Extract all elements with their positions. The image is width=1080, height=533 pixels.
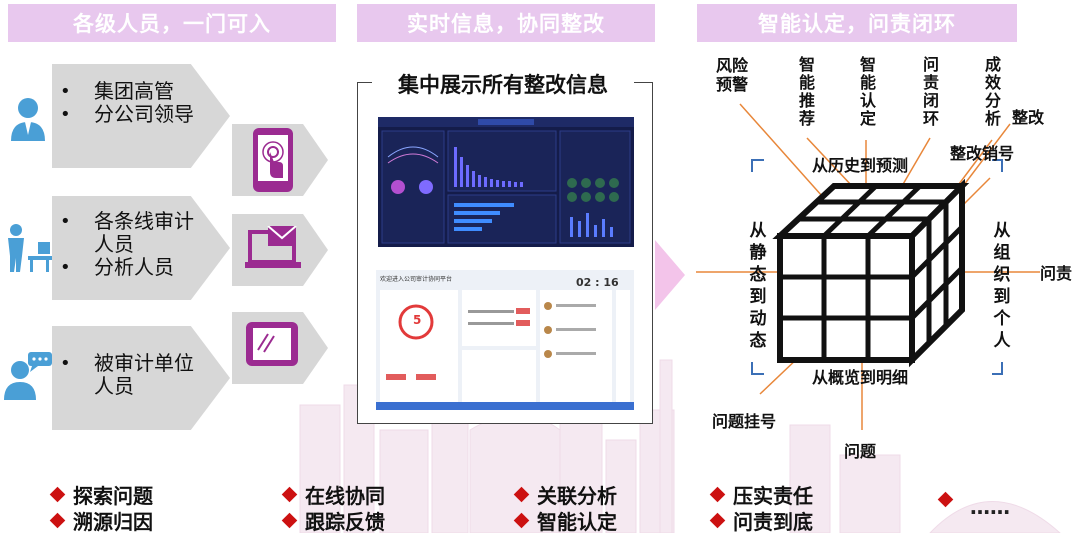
- bullet-item: 智能认定: [513, 506, 617, 533]
- label-static-to-dynamic: 从静态到动态: [749, 221, 767, 351]
- ellipsis-text: ……: [970, 495, 1010, 519]
- worker-desk-icon: [8, 224, 52, 272]
- label-risk-warning: 风险预警: [716, 56, 749, 94]
- diamond-icon: [49, 486, 66, 503]
- bullet-item: 探索问题: [49, 480, 153, 509]
- header-realtime-collaboration: 实时信息，协同整改: [357, 4, 655, 42]
- laptop-mail-icon: [245, 226, 301, 268]
- label-org-to-individual: 从组织到个人: [993, 221, 1011, 351]
- bullet-item: 关联分析: [513, 480, 617, 509]
- role-item: 各条线审计人员: [60, 210, 200, 256]
- bullet-item: 跟踪反馈: [281, 506, 385, 533]
- more-bullet: [937, 491, 954, 508]
- label-problem-register: 问题挂号: [712, 412, 777, 431]
- diamond-icon: [937, 491, 954, 508]
- label-accountable: 问责: [1040, 264, 1073, 283]
- collab-title: 欢迎进入公司审计协同平台: [380, 276, 453, 283]
- label-overview-to-detail: 从概览到明细: [812, 368, 909, 387]
- role-list-executives: 集团高管 分公司领导: [60, 80, 200, 127]
- diamond-icon: [281, 512, 298, 529]
- role-list-auditors: 各条线审计人员 分析人员: [60, 210, 200, 280]
- diamond-icon: [281, 486, 298, 503]
- collab-counter: 5: [413, 313, 422, 327]
- label-rectify: 整改: [1012, 108, 1045, 127]
- label-smart-recommend: 智能推荐: [798, 55, 815, 128]
- role-item: 分公司领导: [60, 103, 200, 127]
- role-item: 被审计单位人员: [60, 352, 200, 398]
- label-rectify-close: 整改销号: [950, 144, 1015, 163]
- panel-title: 集中展示所有整改信息: [372, 68, 634, 102]
- bullet-item: 压实责任: [709, 480, 813, 509]
- role-list-audited-units: 被审计单位人员: [60, 352, 200, 398]
- collab-timer: 02 : 16: [576, 276, 619, 289]
- diamond-icon: [513, 486, 530, 503]
- bullet-item: 问责到底: [709, 506, 813, 533]
- header-all-staff-access: 各级人员，一门可入: [8, 4, 336, 42]
- dashboard-graphics: [378, 117, 634, 244]
- diamond-icon: [513, 512, 530, 529]
- label-accountability-loop: 问责闭环: [922, 55, 939, 128]
- label-problem: 问题: [844, 442, 877, 461]
- collab-graphics: [376, 290, 634, 410]
- bullet-item: 溯源归因: [49, 506, 153, 533]
- label-effect-analysis: 成效分析: [984, 55, 1001, 128]
- touch-phone-icon: [253, 128, 293, 192]
- role-item: 分析人员: [60, 256, 200, 280]
- role-item: 集团高管: [60, 80, 200, 104]
- dashboard-screenshot: [378, 117, 634, 247]
- header-intelligent-accountability: 智能认定，问责闭环: [697, 4, 1017, 42]
- diamond-icon: [49, 512, 66, 529]
- label-smart-identify: 智能认定: [859, 55, 876, 128]
- cube-diagram: [696, 103, 1040, 430]
- diamond-icon: [709, 512, 726, 529]
- label-history-to-forecast: 从历史到预测: [812, 156, 909, 175]
- person-chat-icon: [4, 352, 52, 400]
- manager-person-icon: [11, 98, 45, 141]
- collaboration-platform-screenshot: 欢迎进入公司审计协同平台 02 : 16 5: [376, 270, 634, 410]
- bullet-item: 在线协同: [281, 480, 385, 509]
- tablet-icon: [246, 322, 298, 366]
- diamond-icon: [709, 486, 726, 503]
